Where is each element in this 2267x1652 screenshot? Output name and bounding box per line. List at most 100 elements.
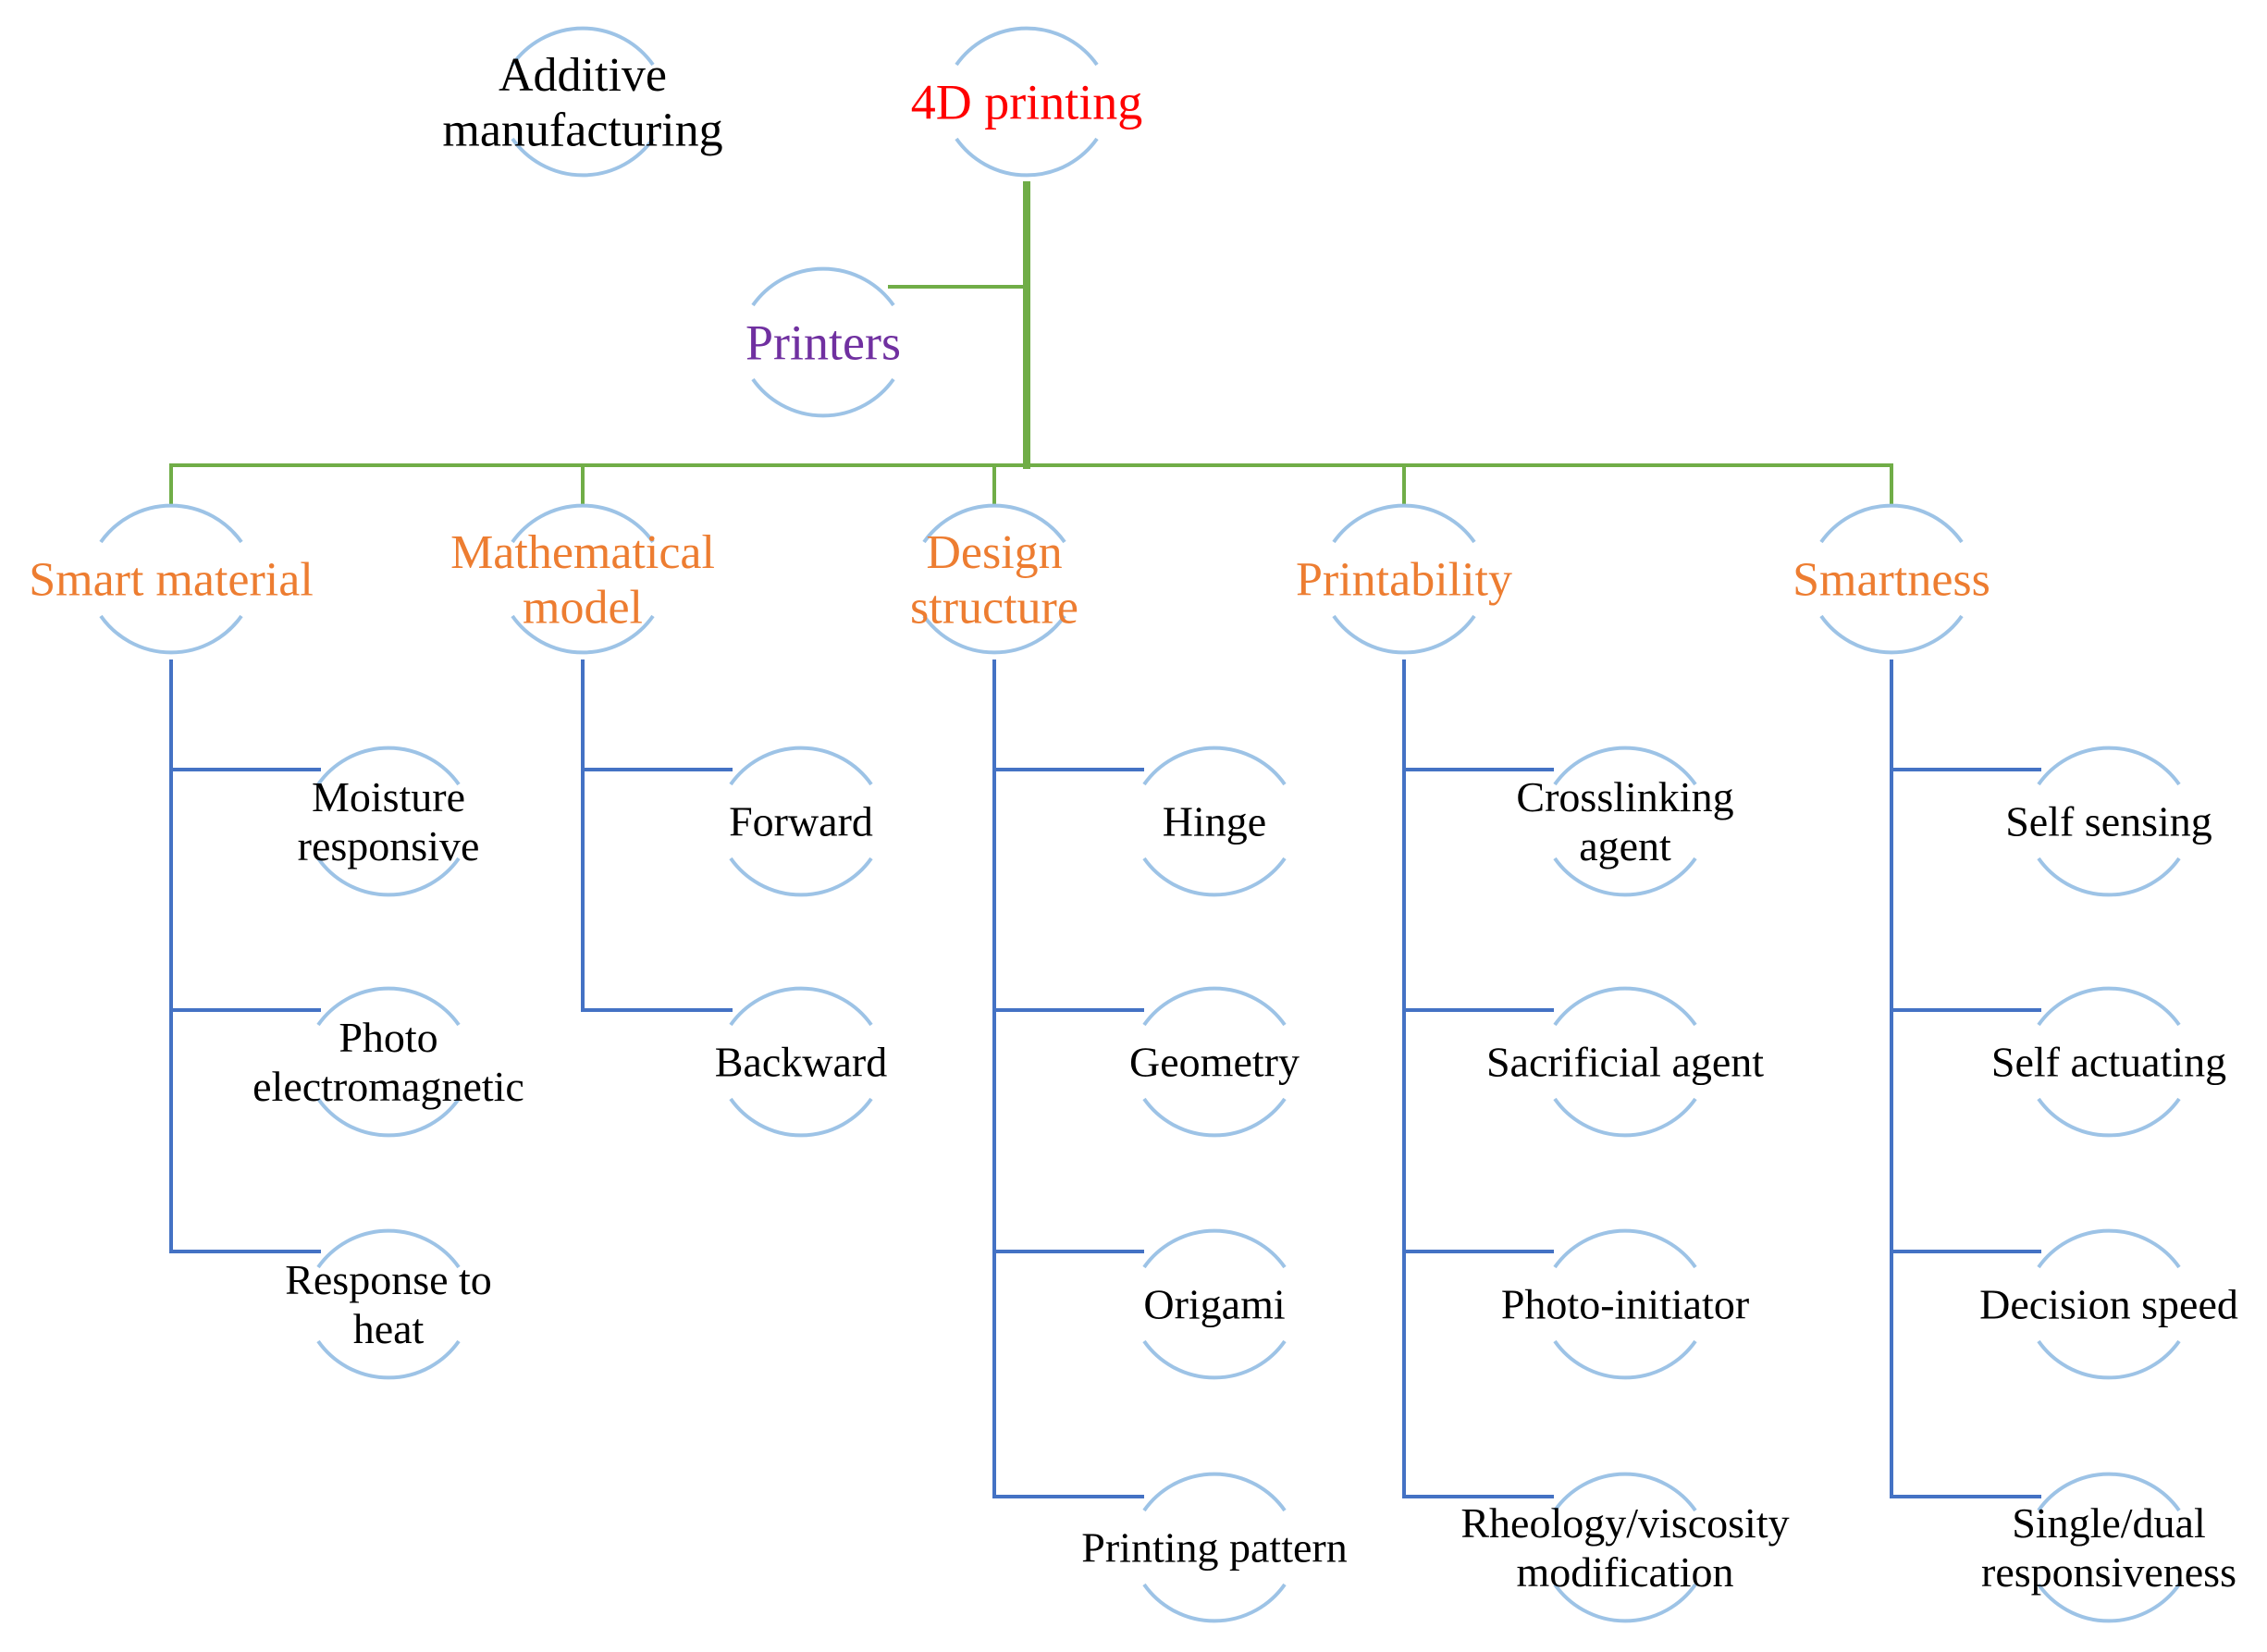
child-node-arc-top (2037, 1228, 2181, 1269)
category-node-arc-bottom (922, 614, 1066, 655)
category-node-arc-bottom (1819, 614, 1964, 655)
child-node-arc-bottom (729, 857, 873, 897)
category-node-arc-top (1332, 503, 1476, 544)
child-label-line: Photo (339, 1014, 437, 1061)
child-node-arc-bottom (1553, 1097, 1697, 1138)
category-label-line: Printability (1296, 554, 1512, 607)
child-node-arc-top (1142, 986, 1287, 1027)
child-label-line: Moisture (312, 773, 465, 820)
root-node-arc-bottom (955, 137, 1099, 178)
child-node-arc-top (316, 1228, 461, 1269)
category-label: Printability (1296, 554, 1512, 607)
additive-node-arc-top (511, 26, 655, 67)
child-node-arc-bottom (316, 1097, 461, 1138)
child-label: Origami (1143, 1281, 1285, 1328)
category-node-arc-top (511, 503, 655, 544)
child-label-line: Backward (715, 1039, 887, 1086)
child-label-line: Sacrificial agent (1486, 1039, 1764, 1086)
child-node-arc-bottom (316, 857, 461, 897)
category-label-line: model (523, 582, 643, 635)
child-label: Self actuating (1991, 1039, 2226, 1086)
child-node-arc-bottom (1553, 1583, 1697, 1623)
root-label-4d-printing-line: 4D printing (911, 74, 1143, 129)
child-label-line: Single/dual (2012, 1499, 2206, 1547)
category-node-arc-bottom (1332, 614, 1476, 655)
child-node-arc-top (316, 746, 461, 786)
child-node-arc-bottom (1553, 857, 1697, 897)
child-label-line: agent (1579, 822, 1671, 869)
child-label: Self sensing (2005, 798, 2212, 845)
child-node-arc-bottom (2037, 857, 2181, 897)
child-node-arc-top (1142, 746, 1287, 786)
child-label: Forward (729, 798, 873, 845)
child-node-arc-bottom (2037, 1097, 2181, 1138)
child-label: Backward (715, 1039, 887, 1086)
child-node-arc-top (1553, 986, 1697, 1027)
child-node-arc-bottom (729, 1097, 873, 1138)
child-label-line: Origami (1143, 1281, 1285, 1328)
child-label-line: modification (1516, 1548, 1733, 1596)
child-label: Printing pattern (1081, 1524, 1347, 1572)
printers-node-arc-top (751, 266, 895, 307)
category-label-line: Smart material (29, 554, 314, 607)
child-label-line: Rheology/viscosity (1460, 1499, 1789, 1547)
category-label-line: Smartness (1793, 554, 1990, 607)
child-label: Hinge (1163, 798, 1266, 845)
additive-manufacturing-label-line: manufacturing (442, 105, 722, 157)
child-label: Decision speed (1979, 1281, 2238, 1328)
child-label-line: Photo-initiator (1501, 1281, 1749, 1328)
child-label-line: Crosslinking (1516, 773, 1733, 820)
category-node-arc-top (99, 503, 243, 544)
category-node-arc-bottom (511, 614, 655, 655)
child-node-arc-bottom (2037, 1339, 2181, 1380)
child-label-line: Response to (285, 1256, 492, 1303)
child-node-arc-bottom (316, 1339, 461, 1380)
category-label: Smart material (29, 554, 314, 607)
category-label-line: Design (926, 526, 1062, 579)
child-label-line: Decision speed (1979, 1281, 2238, 1328)
category-node-arc-top (1819, 503, 1964, 544)
child-label: Photo-initiator (1501, 1281, 1749, 1328)
child-node-arc-bottom (1142, 857, 1287, 897)
child-label-line: Forward (729, 798, 873, 845)
child-label-line: Self sensing (2005, 798, 2212, 845)
category-node-arc-bottom (99, 614, 243, 655)
child-node-arc-top (1553, 1472, 1697, 1512)
child-node-arc-top (729, 986, 873, 1027)
child-node-arc-bottom (1142, 1339, 1287, 1380)
category-label-line: structure (910, 582, 1078, 635)
child-node-arc-top (2037, 1472, 2181, 1512)
additive-node-arc-bottom (511, 137, 655, 178)
child-label-line: heat (353, 1305, 425, 1352)
child-label-line: responsive (298, 822, 480, 869)
child-node-arc-top (2037, 986, 2181, 1027)
child-label-line: Printing pattern (1081, 1524, 1347, 1572)
child-label-line: Self actuating (1991, 1039, 2226, 1086)
child-label: Geometry (1129, 1039, 1300, 1086)
category-label: Smartness (1793, 554, 1990, 607)
child-node-arc-top (1553, 1228, 1697, 1269)
child-node-arc-bottom (1142, 1583, 1287, 1623)
printers-label-line: Printers (745, 314, 901, 370)
child-node-arc-top (2037, 746, 2181, 786)
additive-manufacturing-label-line: Additive (499, 49, 667, 102)
child-node-arc-top (729, 746, 873, 786)
child-node-arc-bottom (1553, 1339, 1697, 1380)
child-node-arc-top (316, 986, 461, 1027)
child-node-arc-top (1553, 746, 1697, 786)
child-label-line: Hinge (1163, 798, 1266, 845)
child-label: Sacrificial agent (1486, 1039, 1764, 1086)
root-node-arc-top (955, 26, 1099, 67)
child-label-line: responsiveness (1981, 1548, 2236, 1596)
category-label-line: Mathematical (450, 526, 715, 579)
child-label-line: electromagnetic (253, 1063, 524, 1110)
child-node-arc-top (1142, 1228, 1287, 1269)
